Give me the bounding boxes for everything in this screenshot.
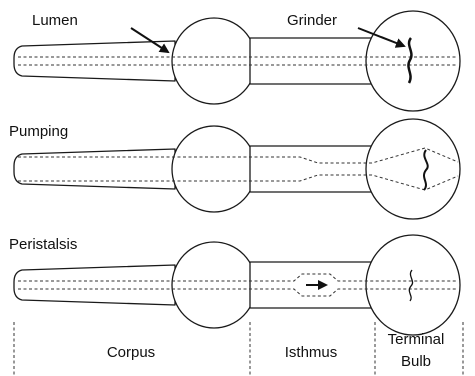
pharynx-resting bbox=[14, 11, 460, 111]
terminal-bulb bbox=[366, 11, 460, 111]
isthmus-outline bbox=[250, 38, 375, 84]
pharynx-pumping bbox=[14, 119, 460, 219]
terminal-bulb-label-line2: Bulb bbox=[401, 353, 431, 370]
corpus-outline bbox=[14, 149, 175, 189]
terminal-bulb bbox=[366, 119, 460, 219]
terminal-bulb-label-line1: Terminal bbox=[388, 331, 445, 348]
corpus-label: Corpus bbox=[107, 344, 155, 361]
isthmus-outline bbox=[250, 146, 375, 192]
lumen-label: Lumen bbox=[32, 12, 78, 29]
anterior-bulb bbox=[172, 126, 256, 212]
peristalsis-label: Peristalsis bbox=[9, 236, 77, 253]
pharynx-peristalsis bbox=[14, 235, 460, 335]
terminal-bulb bbox=[366, 235, 460, 335]
pumping-label: Pumping bbox=[9, 123, 68, 140]
corpus-outline bbox=[14, 41, 175, 81]
corpus-outline bbox=[14, 265, 175, 305]
anterior-bulb bbox=[172, 18, 256, 104]
anterior-bulb bbox=[172, 242, 256, 328]
grinder-label: Grinder bbox=[287, 12, 337, 29]
isthmus-label: Isthmus bbox=[285, 344, 338, 361]
